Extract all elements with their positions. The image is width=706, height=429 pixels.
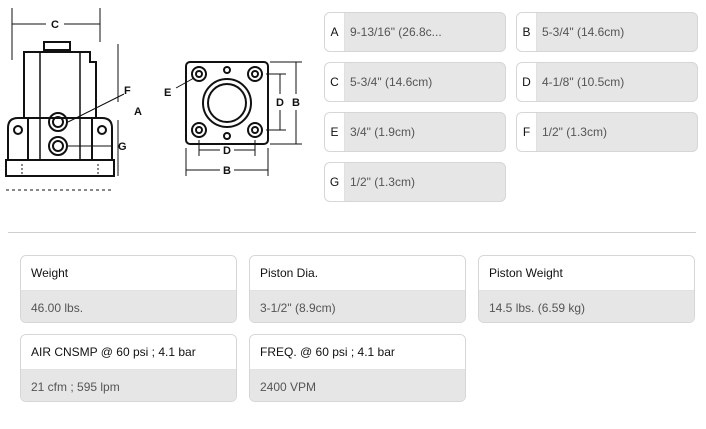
spec-value: 46.00 lbs. bbox=[21, 290, 236, 322]
spec-card-frequency: FREQ. @ 60 psi ; 4.1 bar 2400 VPM bbox=[249, 334, 466, 402]
spec-label: Weight bbox=[21, 256, 236, 290]
dimension-g: G 1/2" (1.3cm) bbox=[324, 162, 506, 202]
spec-card-weight: Weight 46.00 lbs. bbox=[20, 255, 237, 323]
dimension-a: A 9-13/16" (26.8c... bbox=[324, 12, 506, 52]
dimension-letter: B bbox=[517, 13, 537, 51]
dimension-value: 5-3/4" (14.6cm) bbox=[542, 25, 625, 39]
dimension-e: E 3/4" (1.9cm) bbox=[324, 112, 506, 152]
diagram-label-f: F bbox=[124, 85, 131, 97]
dimension-f: F 1/2" (1.3cm) bbox=[516, 112, 698, 152]
dimension-letter: A bbox=[325, 13, 345, 51]
spec-label: AIR CNSMP @ 60 psi ; 4.1 bar bbox=[21, 335, 236, 369]
spec-value: 21 cfm ; 595 lpm bbox=[21, 369, 236, 401]
dimension-letter: G bbox=[325, 163, 345, 201]
vibrator-dimension-drawing: C F A G E D B B D bbox=[5, 8, 302, 191]
dimension-value: 1/2" (1.3cm) bbox=[542, 125, 607, 139]
diagram-label-b-horizontal: B bbox=[223, 165, 231, 177]
diagram-label-d-horizontal: D bbox=[223, 145, 231, 157]
top-view-drawing bbox=[175, 61, 302, 176]
diagram-label-g: G bbox=[118, 141, 127, 153]
spec-value: 14.5 lbs. (6.59 kg) bbox=[479, 290, 694, 322]
section-divider bbox=[8, 232, 696, 233]
spec-value: 2400 VPM bbox=[250, 369, 465, 401]
spec-value: 3-1/2" (8.9cm) bbox=[250, 290, 465, 322]
dimension-letter: E bbox=[325, 113, 345, 151]
side-view-drawing bbox=[5, 8, 125, 191]
spec-card-piston-weight: Piston Weight 14.5 lbs. (6.59 kg) bbox=[478, 255, 695, 323]
spec-label: Piston Weight bbox=[479, 256, 694, 290]
dimension-letter: F bbox=[517, 113, 537, 151]
diagram-label-e: E bbox=[164, 87, 171, 99]
dimension-c: C 5-3/4" (14.6cm) bbox=[324, 62, 506, 102]
spec-label: Piston Dia. bbox=[250, 256, 465, 290]
dimension-letter: C bbox=[325, 63, 345, 101]
diagram-label-b-vertical: B bbox=[292, 97, 300, 109]
dimension-b: B 5-3/4" (14.6cm) bbox=[516, 12, 698, 52]
dimension-d: D 4-1/8" (10.5cm) bbox=[516, 62, 698, 102]
dimension-value: 4-1/8" (10.5cm) bbox=[542, 75, 625, 89]
spec-label: FREQ. @ 60 psi ; 4.1 bar bbox=[250, 335, 465, 369]
diagram-label-c: C bbox=[51, 19, 59, 31]
dimension-value: 5-3/4" (14.6cm) bbox=[350, 75, 433, 89]
diagram-label-d-vertical: D bbox=[276, 97, 284, 109]
spec-card-piston-dia: Piston Dia. 3-1/2" (8.9cm) bbox=[249, 255, 466, 323]
dimension-value: 9-13/16" (26.8c... bbox=[350, 25, 442, 39]
dimension-letter: D bbox=[517, 63, 537, 101]
dimension-value: 1/2" (1.3cm) bbox=[350, 175, 415, 189]
spec-card-air-consumption: AIR CNSMP @ 60 psi ; 4.1 bar 21 cfm ; 59… bbox=[20, 334, 237, 402]
diagram-label-a: A bbox=[134, 106, 142, 118]
dimension-value: 3/4" (1.9cm) bbox=[350, 125, 415, 139]
